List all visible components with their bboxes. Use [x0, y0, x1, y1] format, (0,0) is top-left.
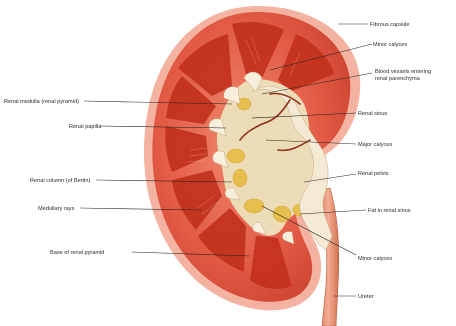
label-medullary-rays: Medullary rays	[38, 206, 75, 212]
label-renal-pelvis: Renal pelvis	[358, 171, 389, 177]
label-ureter: Ureter	[358, 294, 374, 300]
label-minor-calyces-bottom: Minor calyces	[358, 256, 392, 262]
label-renal-papilla: Renal papilla	[69, 124, 102, 130]
label-fat-in-renal-sinus: Fat in renal sinus	[368, 208, 411, 214]
label-renal-sinus: Renal sinus	[358, 111, 387, 117]
label-renal-column: Renal column (of Bertin)	[30, 178, 90, 184]
label-fibrous-capsule: Fibrous capsule	[370, 22, 410, 28]
label-major-calyces: Major calyces	[358, 142, 392, 148]
label-blood-vessels-line1: Blood vessels entering	[375, 69, 431, 75]
label-base-of-renal-pyramid: Base of renal pyramid	[50, 250, 104, 256]
label-blood-vessels-line2: renal parenchyma	[375, 76, 421, 82]
label-minor-calyces-top: Minor calyces	[373, 42, 407, 48]
label-renal-medulla: Renal medulla (renal pyramid)	[4, 99, 79, 105]
